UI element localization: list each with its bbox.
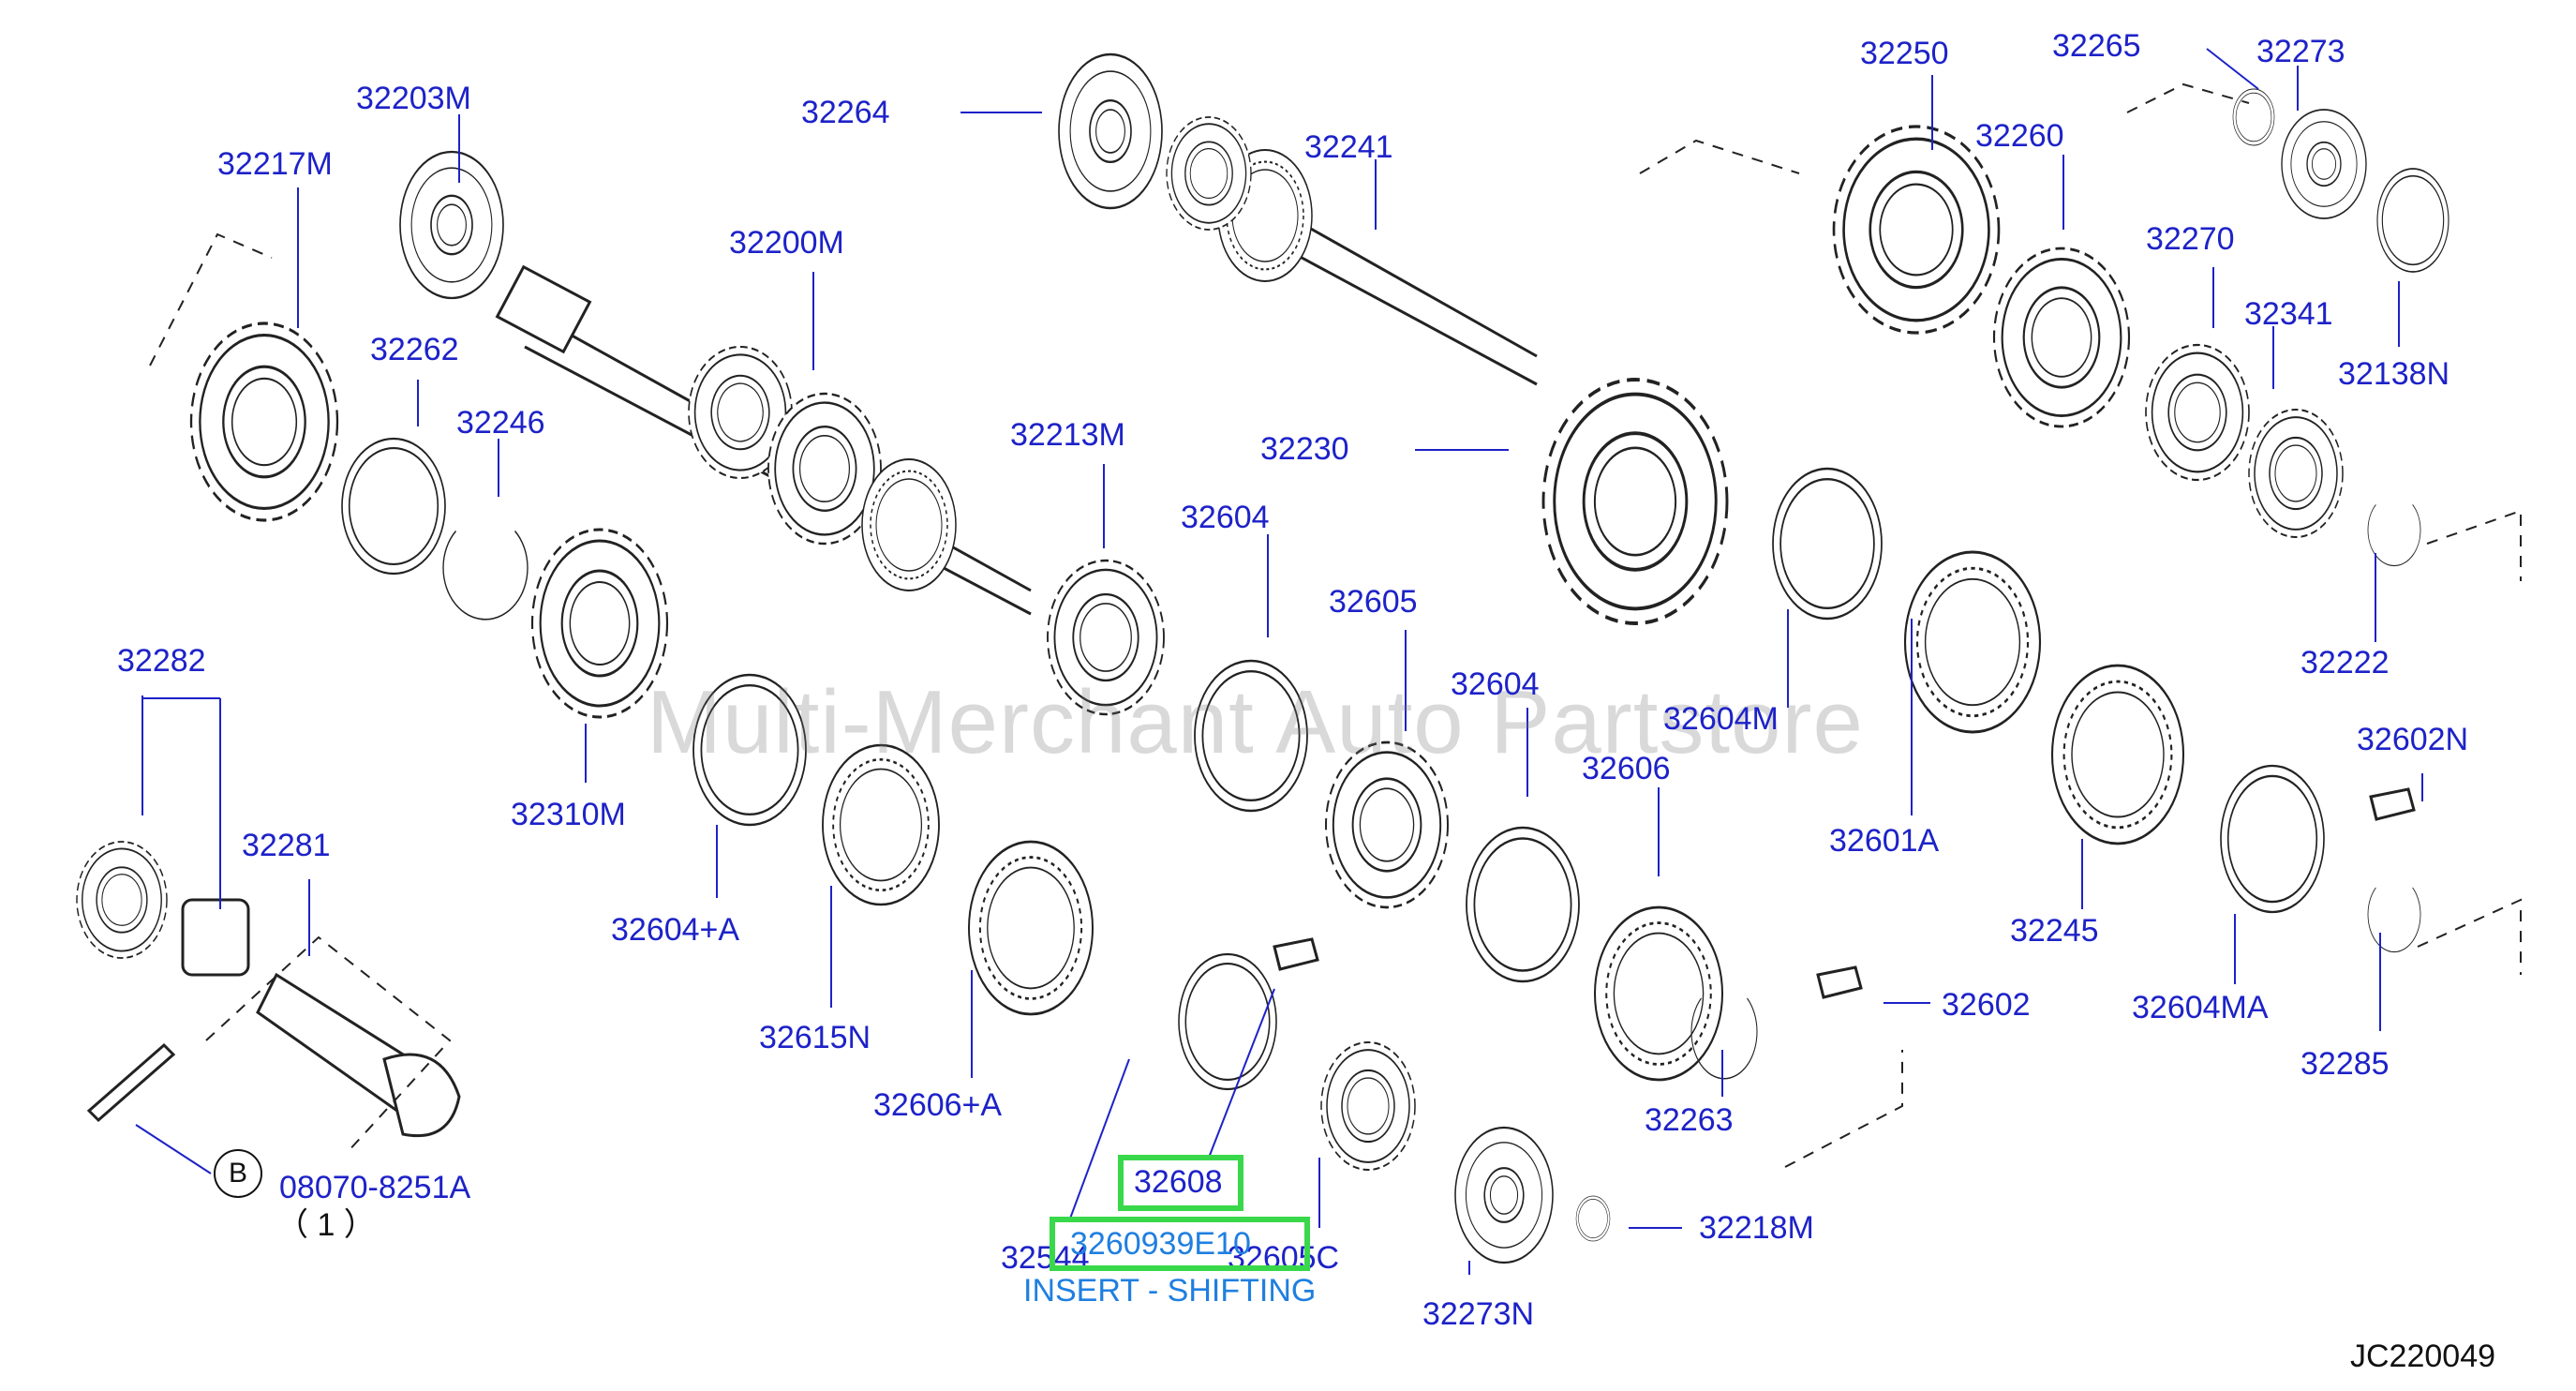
label-32273[interactable]: 32273 xyxy=(2256,34,2345,69)
watermark: Multi-Merchant Auto Partstore xyxy=(647,672,1864,772)
label-32246[interactable]: 32246 xyxy=(456,405,545,441)
label-08070-8251A[interactable]: 08070-8251A xyxy=(279,1170,471,1205)
label-32218M[interactable]: 32218M xyxy=(1699,1210,1814,1246)
label-32200M[interactable]: 32200M xyxy=(729,225,844,261)
label-32245[interactable]: 32245 xyxy=(2010,913,2099,949)
label-32604-upper[interactable]: 32604 xyxy=(1181,500,1270,535)
label-32606[interactable]: 32606 xyxy=(1582,751,1671,786)
label-32264[interactable]: 32264 xyxy=(801,95,890,130)
bolt-symbol-circle: B xyxy=(214,1149,262,1198)
label-32281[interactable]: 32281 xyxy=(242,828,331,863)
label-32602N[interactable]: 32602N xyxy=(2357,722,2469,757)
diagram-code: JC220049 xyxy=(2350,1339,2496,1374)
label-32273N[interactable]: 32273N xyxy=(1422,1296,1535,1332)
label-32310M[interactable]: 32310M xyxy=(511,797,626,832)
label-32605[interactable]: 32605 xyxy=(1329,584,1418,620)
label-32203M[interactable]: 32203M xyxy=(356,81,471,116)
label-32604M[interactable]: 32604M xyxy=(1663,701,1779,737)
label-32606-A[interactable]: 32606+A xyxy=(873,1087,1003,1123)
counter-shaft xyxy=(1166,116,1538,386)
highlight-box-3260939E10 xyxy=(1050,1217,1310,1271)
label-32263[interactable]: 32263 xyxy=(1645,1102,1734,1138)
label-32341[interactable]: 32341 xyxy=(2244,296,2333,332)
highlight-box-32608 xyxy=(1118,1155,1243,1211)
label-32270[interactable]: 32270 xyxy=(2146,221,2235,257)
label-32282[interactable]: 32282 xyxy=(117,643,206,679)
bolt-quantity: （ 1 ） xyxy=(276,1207,376,1243)
label-32241[interactable]: 32241 xyxy=(1304,129,1393,165)
label-32265[interactable]: 32265 xyxy=(2052,28,2141,64)
label-32285[interactable]: 32285 xyxy=(2301,1046,2390,1082)
main-shaft xyxy=(495,264,1032,616)
label-32222[interactable]: 32222 xyxy=(2301,645,2390,681)
label-32260[interactable]: 32260 xyxy=(1975,118,2064,154)
label-32615N[interactable]: 32615N xyxy=(759,1020,871,1055)
label-32601A[interactable]: 32601A xyxy=(1829,823,1940,859)
label-32213M[interactable]: 32213M xyxy=(1010,417,1125,453)
label-32138N[interactable]: 32138N xyxy=(2338,356,2450,392)
label-32604-A[interactable]: 32604+A xyxy=(611,912,740,948)
label-32230[interactable]: 32230 xyxy=(1260,431,1349,467)
label-32217M[interactable]: 32217M xyxy=(217,146,333,182)
label-32602[interactable]: 32602 xyxy=(1942,987,2031,1023)
label-32604MA[interactable]: 32604MA xyxy=(2132,990,2269,1025)
label-32608[interactable]: 32608 xyxy=(1134,1164,1223,1200)
insert-shifting-caption: INSERT - SHIFTING xyxy=(1023,1273,1317,1309)
label-32250[interactable]: 32250 xyxy=(1860,36,1949,71)
label-3260939E10[interactable]: 3260939E10 xyxy=(1070,1226,1251,1262)
label-32604-lower[interactable]: 32604 xyxy=(1451,666,1540,702)
label-32262[interactable]: 32262 xyxy=(370,332,459,367)
